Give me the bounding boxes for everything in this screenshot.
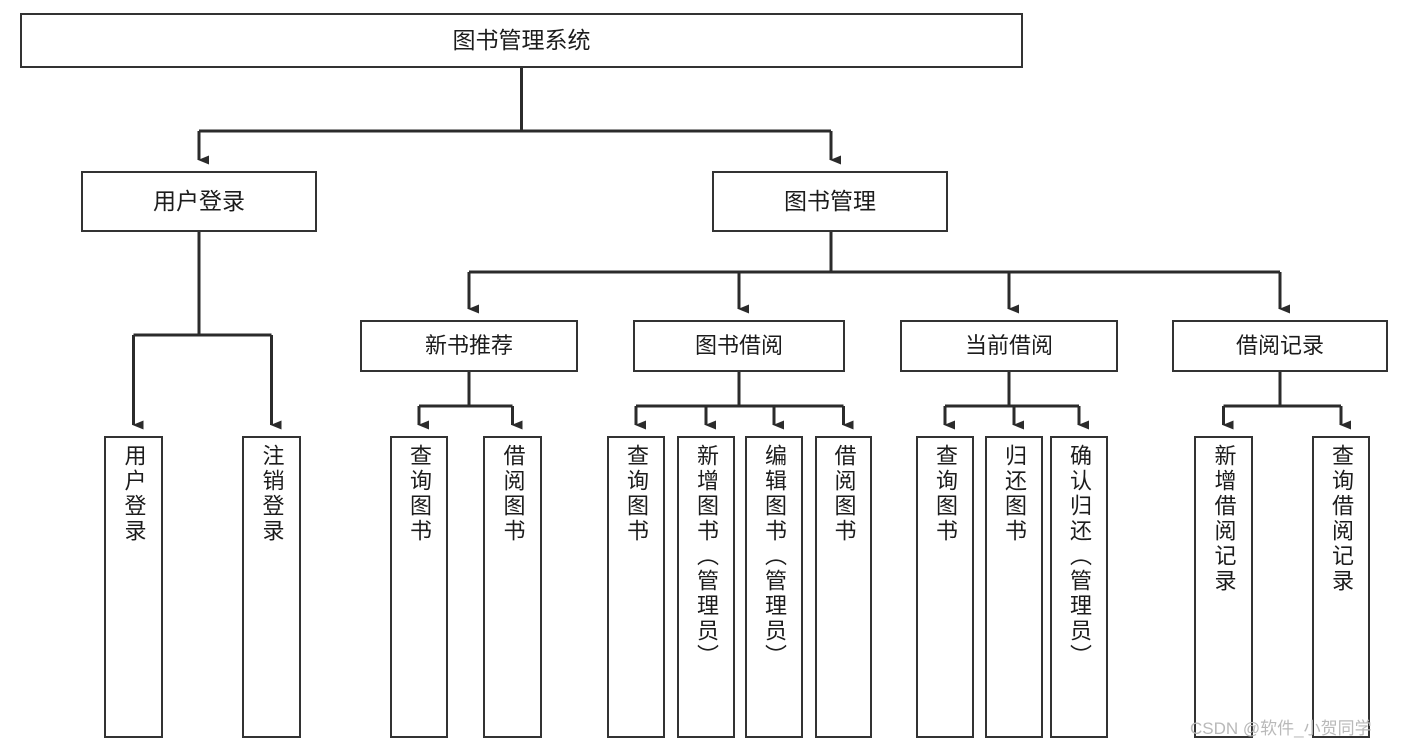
node-label: 查询图书 <box>407 444 432 544</box>
node-label: 新书推荐 <box>424 333 513 359</box>
node-leaf-user-login[interactable]: 用户登录 <box>104 436 163 738</box>
node-leaf-edit-book-admin[interactable]: 编辑图书（管理员） <box>745 436 803 738</box>
node-label: 编辑图书（管理员） <box>762 444 787 669</box>
node-label: 归还图书 <box>1002 444 1027 544</box>
node-leaf-query-book-borrow[interactable]: 查询图书 <box>607 436 665 738</box>
node-label: 图书借阅 <box>694 333 783 359</box>
node-label: 用户登录 <box>153 188 245 215</box>
node-leaf-add-borrow-record[interactable]: 新增借阅记录 <box>1194 436 1253 738</box>
node-label: 查询图书 <box>624 444 649 544</box>
node-label: 注销登录 <box>259 444 285 544</box>
node-label: 确认归还（管理员） <box>1067 444 1092 669</box>
node-label: 新增图书（管理员） <box>694 444 719 669</box>
node-label: 用户登录 <box>121 444 147 544</box>
node-leaf-query-book-new[interactable]: 查询图书 <box>390 436 448 738</box>
node-borrowing-records[interactable]: 借阅记录 <box>1172 320 1388 372</box>
node-leaf-add-book-admin[interactable]: 新增图书（管理员） <box>677 436 735 738</box>
node-leaf-return-book[interactable]: 归还图书 <box>985 436 1043 738</box>
node-new-book-recommendation[interactable]: 新书推荐 <box>360 320 578 372</box>
node-label: 借阅图书 <box>500 444 526 544</box>
node-label: 当前借阅 <box>964 333 1053 359</box>
node-leaf-borrow-book[interactable]: 借阅图书 <box>815 436 872 738</box>
node-label: 借阅图书 <box>831 444 857 544</box>
node-label: 借阅记录 <box>1235 333 1324 359</box>
node-leaf-borrow-book-new[interactable]: 借阅图书 <box>483 436 542 738</box>
node-leaf-confirm-return-admin[interactable]: 确认归还（管理员） <box>1050 436 1108 738</box>
node-label: 查询借阅记录 <box>1329 444 1354 594</box>
node-book-management[interactable]: 图书管理 <box>712 171 948 232</box>
node-leaf-query-borrow-record[interactable]: 查询借阅记录 <box>1312 436 1370 738</box>
node-label: 图书管理系统 <box>452 27 591 54</box>
node-root-book-management-system[interactable]: 图书管理系统 <box>20 13 1023 68</box>
node-label: 新增借阅记录 <box>1211 444 1237 594</box>
node-label: 查询图书 <box>933 444 958 544</box>
node-leaf-logout[interactable]: 注销登录 <box>242 436 301 738</box>
node-current-borrowing[interactable]: 当前借阅 <box>900 320 1118 372</box>
node-label: 图书管理 <box>784 188 876 215</box>
node-user-login[interactable]: 用户登录 <box>81 171 317 232</box>
node-leaf-query-book-current[interactable]: 查询图书 <box>916 436 974 738</box>
csdn-watermark: CSDN @软件_小贺同学 <box>1190 719 1372 738</box>
node-book-borrowing[interactable]: 图书借阅 <box>633 320 845 372</box>
